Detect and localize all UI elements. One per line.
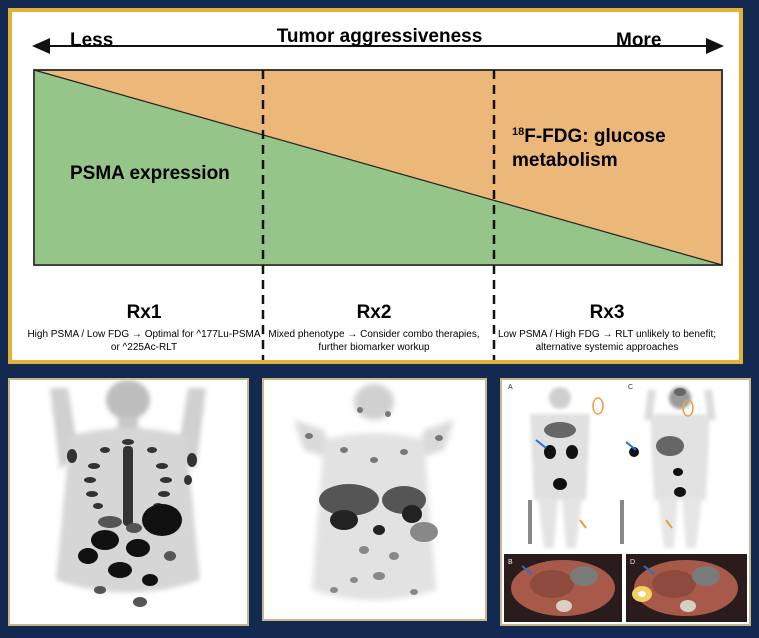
diagram-panel: Less Tumor aggressiveness More PSMA expr… (8, 8, 743, 364)
treatment-description: Low PSMA / High FDG → RLT unlikely to be… (497, 329, 717, 353)
treatment-rx1: Rx1 High PSMA / Low FDG → Optimal for ^1… (24, 302, 264, 354)
fdg-label: 18F-FDG: glucose metabolism (512, 120, 732, 173)
axis-title: Tumor aggressiveness (276, 26, 483, 47)
psma-label: PSMA expression (70, 163, 230, 184)
panel-letter-a: A (508, 384, 513, 391)
comparison-scan-image: A C B D (500, 378, 751, 626)
fdg-isotope: 18 (512, 126, 525, 138)
treatment-description: High PSMA / Low FDG → Optimal for ^177Lu… (27, 329, 261, 353)
arrow-right-icon (706, 38, 724, 54)
panel-letter-b: B (508, 559, 513, 566)
treatment-title: Rx2 (356, 302, 392, 323)
treatment-title: Rx1 (126, 302, 162, 323)
treatment-rx3: Rx3 Low PSMA / High FDG → RLT unlikely t… (487, 302, 727, 354)
treatment-rx2: Rx2 Mixed phenotype → Consider combo the… (254, 302, 494, 354)
less-label: Less (70, 30, 114, 51)
diagram-graphic (32, 38, 724, 360)
panel-letter-d: D (630, 559, 635, 566)
fdg-text: F-FDG: glucose metabolism (512, 126, 666, 171)
diagonal-divider (33, 69, 723, 266)
more-label: More (616, 30, 662, 51)
arrow-left-icon (32, 38, 50, 54)
psma-pet-scan-image (8, 378, 249, 626)
panel-letter-c: C (628, 384, 633, 391)
treatment-description: Mixed phenotype → Consider combo therapi… (268, 329, 480, 353)
region-border (33, 69, 723, 266)
mixed-pet-scan-image (262, 378, 487, 621)
treatment-title: Rx3 (589, 302, 625, 323)
